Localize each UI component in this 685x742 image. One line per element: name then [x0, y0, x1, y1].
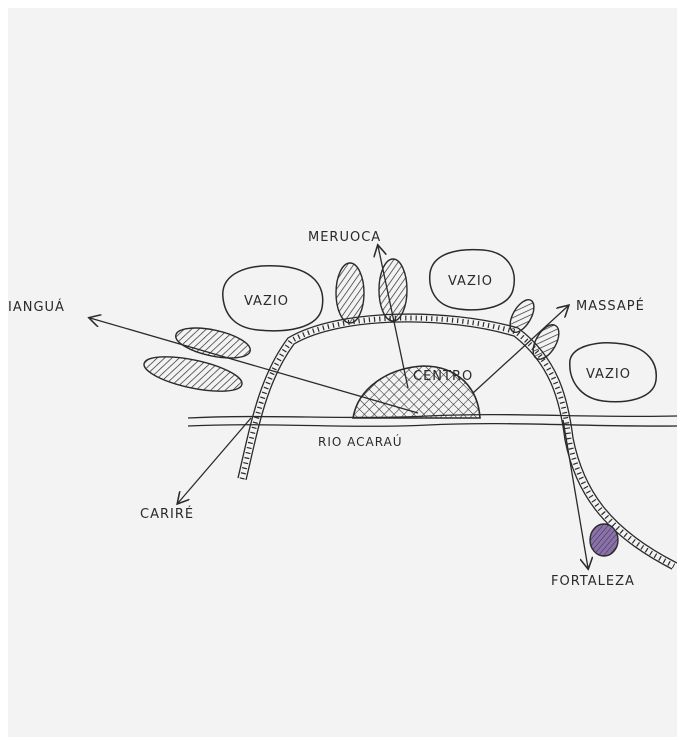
label-cariré: CARIRÉ	[140, 506, 194, 522]
fortaleza-blob	[590, 524, 618, 556]
arrow-cariré	[178, 418, 251, 503]
sketch-diagram: MERUOCA IANGUÁ MASSAPÉ CARIRÉ FORTALEZA …	[8, 8, 677, 737]
label-fortaleza: FORTALEZA	[551, 574, 635, 589]
label-rio: RIO ACARAÚ	[318, 434, 403, 449]
label-centro: CENTRO	[413, 369, 473, 384]
arrow-ianguá	[90, 318, 418, 413]
settlements	[141, 259, 564, 398]
settlement-blob	[505, 296, 539, 336]
label-massapé: MASSAPÉ	[576, 298, 645, 314]
settlement-blob	[336, 263, 364, 323]
settlement-blob	[379, 259, 407, 321]
label-meruoca: MERUOCA	[308, 230, 381, 245]
paper-sketch: MERUOCA IANGUÁ MASSAPÉ CARIRÉ FORTALEZA …	[8, 8, 677, 737]
label-ianguá: IANGUÁ	[8, 299, 65, 315]
label-vazio-3: VAZIO	[586, 367, 631, 382]
label-vazio-2: VAZIO	[448, 274, 493, 289]
label-vazio-1: VAZIO	[244, 294, 289, 309]
settlement-blob	[173, 322, 253, 363]
labels: MERUOCA IANGUÁ MASSAPÉ CARIRÉ FORTALEZA …	[8, 230, 645, 589]
